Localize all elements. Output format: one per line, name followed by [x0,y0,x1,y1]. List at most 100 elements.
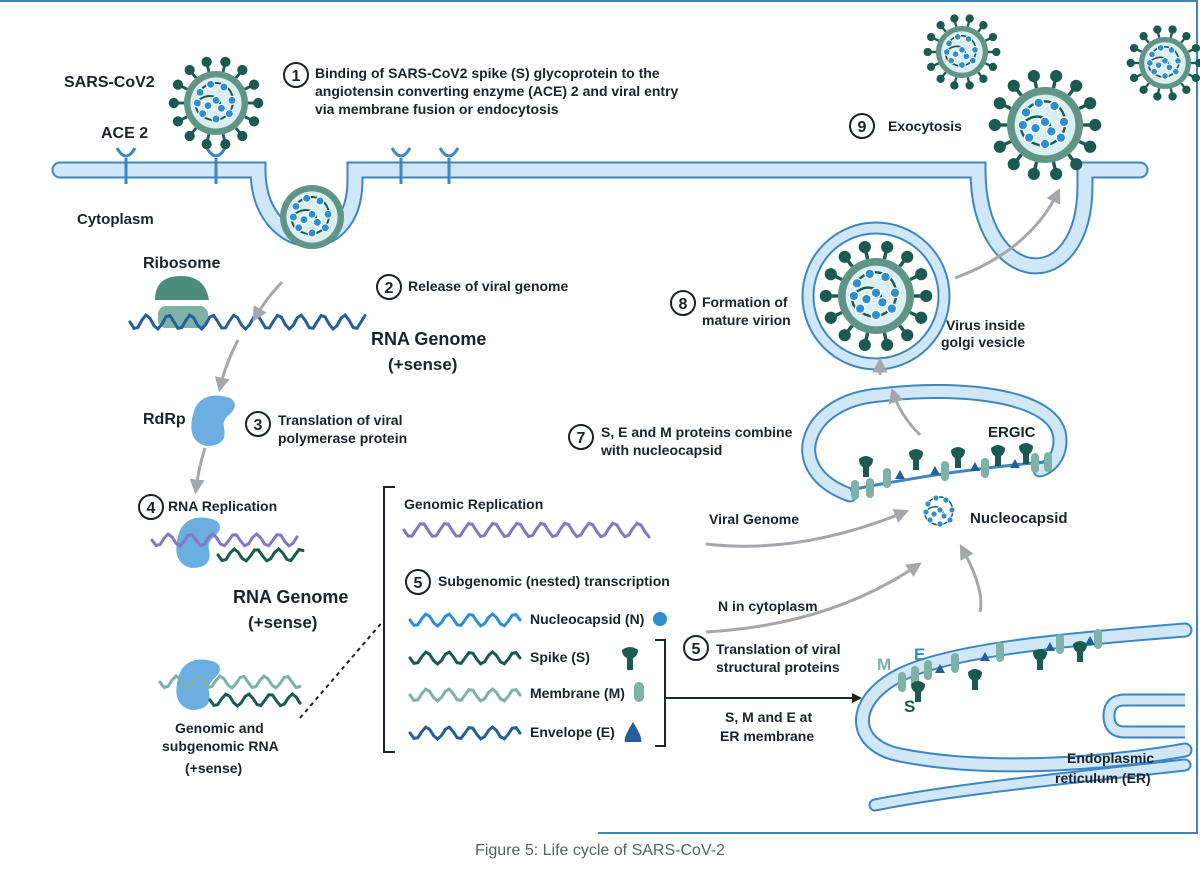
label-envelope-e: Envelope (E) [530,724,615,740]
label-er-m: M [877,655,891,674]
membrane-transcript-wave [408,687,522,703]
envelope-protein [1045,642,1055,651]
step-text-line: Exocytosis [888,118,962,134]
step-text-line: Release of viral genome [408,278,569,294]
label-er-2: reticulum (ER) [1055,770,1151,786]
membrane-protein [883,468,891,488]
subgenomic-rna-wave [208,692,302,708]
spike-protein [968,669,982,690]
step-6: 5 Translation of viral structural proteins [683,635,840,675]
step-number: 4 [147,500,156,517]
envelope-legend-icon [624,722,642,742]
membrane-protein [866,478,874,498]
membrane-protein [981,458,989,478]
label-viral-genome: Viral Genome [709,511,799,527]
spike-protein [1033,649,1047,670]
spike-protein [1073,641,1087,662]
label-genomic-sub-1: Genomic and [175,720,264,736]
step-number-circle [683,635,709,661]
step-5: 5 Subgenomic (nested) transcription [405,569,670,595]
step-text-line: Translation of viral [278,412,402,428]
label-rna-genome-mid-sense: (+sense) [248,613,317,632]
label-rdrp: RdRp [143,411,186,428]
membrane-protein [941,461,949,481]
step-3: 3 Translation of viral polymerase protein [245,411,407,446]
step-number-circle [245,411,271,437]
step-number: 7 [577,430,586,447]
label-nucleocapsid-n: Nucleocapsid (N) [530,611,644,627]
membrane-protein [898,672,906,692]
step-9: 9 Exocytosis [849,113,962,139]
genomic-rna-wave [158,674,302,690]
step-number: 8 [679,296,688,313]
virus-released-2 [1126,25,1200,101]
label-spike-s: Spike (S) [530,649,590,665]
step-number-circle [283,62,309,88]
label-er-e: E [914,645,925,664]
envelope-protein [1085,636,1095,645]
step-number-circle [568,424,594,450]
envelope-protein [930,466,940,475]
step-number: 9 [858,119,867,136]
step-number: 2 [385,280,394,297]
step-number: 3 [254,417,263,434]
membrane-protein [851,480,859,500]
genomic-replication-wave [402,521,651,539]
step-text-line: RNA Replication [168,498,277,514]
spike-transcript-wave [408,650,522,666]
label-rna-genome-top-sense: (+sense) [388,355,457,374]
rna-replication-wave-purple [150,531,299,548]
label-ribosome: Ribosome [143,255,220,272]
step-text-line: S, E and M proteins combine [601,424,793,440]
membrane-protein [1056,634,1064,654]
membrane-protein [1044,452,1052,472]
step-number: 5 [692,641,701,658]
rna-replication-wave-dark [216,546,305,563]
nucleocapsid-transcript-wave [408,612,522,628]
rna-genome-wave [128,313,367,332]
membrane-protein [951,653,959,673]
envelope-protein [1010,459,1020,468]
spike-protein [1019,443,1033,464]
virus-in-golgi [819,241,933,351]
label-cytoplasm: Cytoplasm [77,211,154,228]
transcript-bracket [383,486,395,753]
label-virus-inside-2: golgi vesicle [941,334,1025,350]
virus-released-1 [923,14,1001,90]
membrane-protein [996,642,1004,662]
step-2: 2 Release of viral genome [376,274,569,300]
envelope-transcript-wave [408,725,522,741]
label-virus-inside-1: Virus inside [946,317,1025,333]
label-ace2: ACE 2 [101,125,148,142]
spike-protein [991,445,1005,466]
label-er-1: Endoplasmic [1067,750,1154,766]
step-text-line: polymerase protein [278,430,407,446]
spike-protein [951,447,965,468]
label-sme-2: ER membrane [720,728,814,744]
spike-protein [909,449,923,470]
step-1: 1 Binding of SARS-CoV2 spike (S) glycopro… [283,62,679,117]
label-genomic-replication: Genomic Replication [404,496,543,512]
label-genomic-sub-2: subgenomic RNA [162,738,279,754]
structural-bracket [655,639,666,747]
step-text-line: Binding of SARS-CoV2 spike (S) glycoprot… [315,65,660,81]
membrane-protein [1031,453,1039,473]
step-number: 5 [414,575,423,592]
step-text-line: Translation of viral [716,641,840,657]
figure-frame [0,0,1198,834]
step-text-line: Subgenomic (nested) transcription [438,573,670,589]
step-number-circle [405,569,431,595]
rdrp-protein-subgenomic [176,659,220,710]
step-number: 1 [292,68,301,85]
step-text-line: structural proteins [716,659,840,675]
figure-caption: Figure 5: Life cycle of SARS-CoV-2 [475,842,725,859]
step-text-line: Formation of [702,294,788,310]
virus-endocytosed [280,185,344,249]
label-rna-genome-mid: RNA Genome [233,587,348,607]
envelope-protein [970,462,980,471]
label-rna-genome-top: RNA Genome [371,329,486,349]
process-arrows [189,187,1061,634]
